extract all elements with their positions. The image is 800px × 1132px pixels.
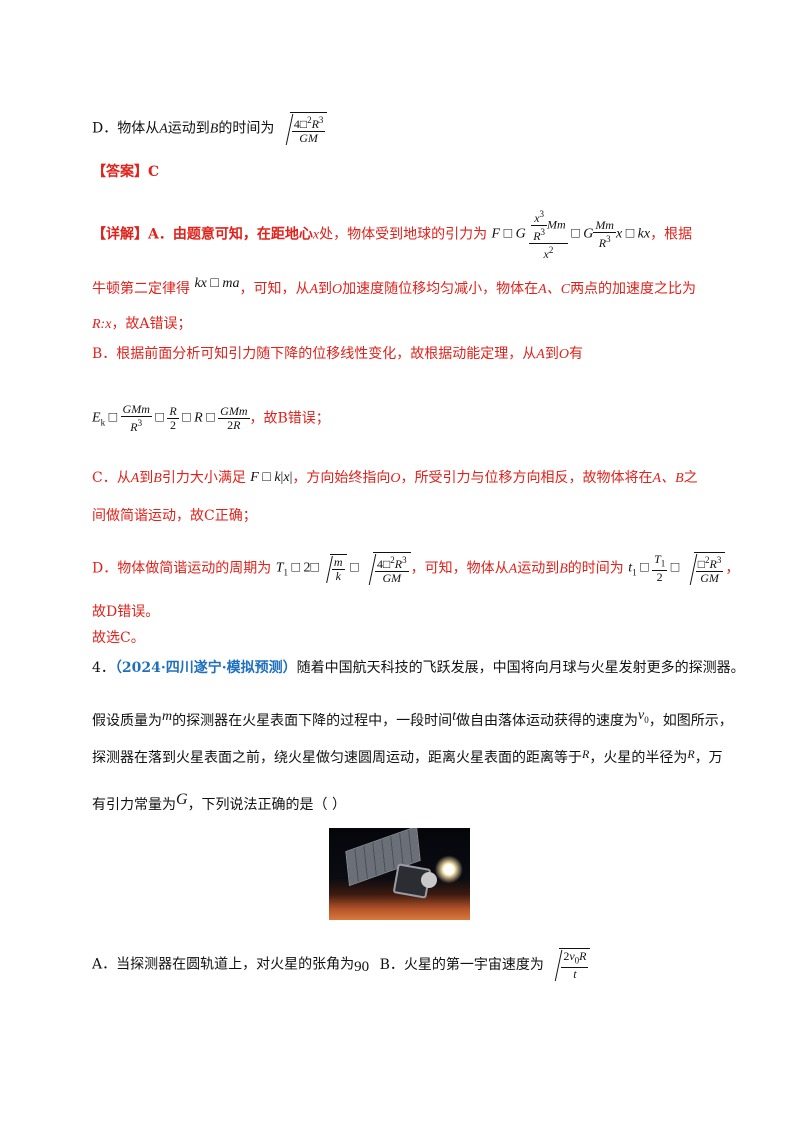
mars-probe-image — [329, 828, 470, 920]
answer-label: 【答案】C — [92, 164, 160, 180]
q4-line1: 4．（2024·四川遂宁·模拟预测）随着中国航天科技的飞跃发展，中国将向月球与火… — [92, 660, 745, 676]
q4-line2: 假设质量为m的探测器在火星表面下降的过程中，一段时间t做自由落体运动获得的速度为… — [92, 708, 733, 729]
q4-source: （2024·四川遂宁·模拟预测） — [114, 660, 297, 676]
final-answer: 故选C。 — [92, 630, 145, 646]
detail-c-line1: C．从A到B引力大小满足 F □ k|x|，方向始终指向O，所受引力与位移方向相… — [92, 470, 698, 486]
detail-a-line2: 牛顿第二定律得 kx □ ma，可知，从A到O加速度随位移均匀减小，物体在A、C… — [92, 276, 697, 297]
q4-line3: 探测器在落到火星表面之前，绕火星做匀速圆周运动，距离火星表面的距离等于R，火星的… — [92, 747, 723, 766]
detail-c-line2: 间做简谐运动，故C正确； — [92, 508, 257, 524]
detail-d-line2: 故D错误。 — [92, 604, 160, 620]
q4-line4: 有引力常量为G，下列说法正确的是（ ） — [92, 791, 347, 813]
detail-b-line1: B．根据前面分析可知引力随下降的位移线性变化，故根据动能定理，从A到O有 — [92, 346, 583, 362]
detail-a-line3: R:x，故A错误； — [92, 316, 192, 332]
